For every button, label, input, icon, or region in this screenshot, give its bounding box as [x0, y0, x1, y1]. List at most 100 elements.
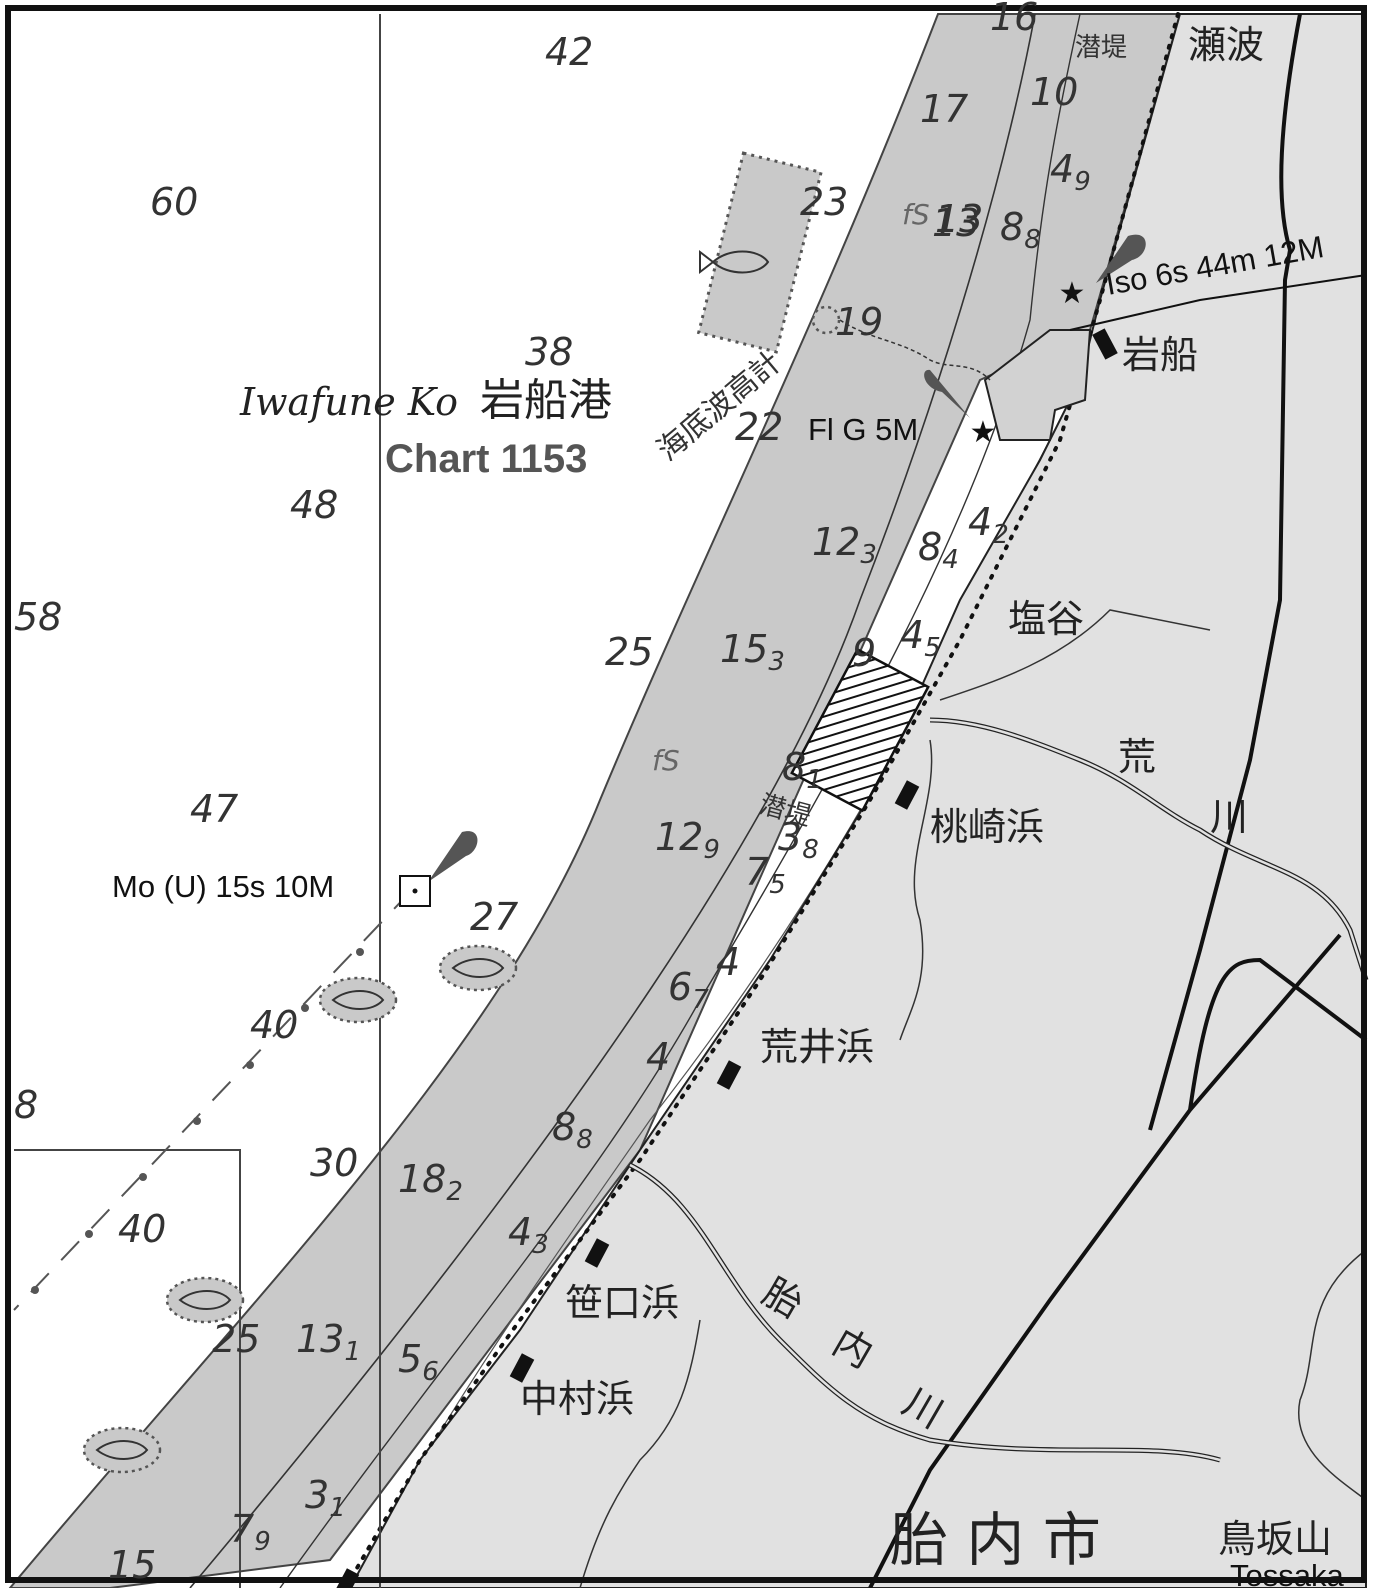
depth-sounding: 38 — [525, 330, 573, 374]
stream-nakamura — [579, 1319, 701, 1588]
place-shiotani: 塩谷 — [1008, 597, 1084, 641]
place-senami: 瀬波 — [1188, 23, 1264, 67]
sounding-label: 13 — [932, 201, 980, 245]
wave-gauge-cable — [839, 319, 991, 381]
stream-momosaki — [899, 739, 933, 1041]
wave-gauge-icon — [811, 305, 841, 335]
depth-sounding-fraction: 9 — [1074, 167, 1091, 197]
depth-sounding: 19 — [835, 300, 883, 344]
depth-sounding: 40 — [250, 1003, 298, 1047]
depth-sounding: 17 — [920, 87, 968, 131]
depth-sounding-fraction: 2 — [446, 1177, 463, 1207]
depth-sounding: 27 — [470, 895, 518, 939]
depth-contour — [189, 13, 1036, 1588]
depth-sounding: 10 — [1030, 70, 1078, 114]
road-diagonal — [868, 933, 1342, 1588]
fish-haven-icon — [82, 1426, 162, 1474]
place-tainai-city: 胎 内 市 — [890, 1506, 1101, 1574]
fish-haven-icon — [165, 1276, 245, 1324]
depth-sounding-fraction: 1 — [806, 765, 823, 795]
bottom-quality-south: fS — [652, 744, 680, 777]
coastline-dotted — [348, 12, 1180, 1582]
light-star-icon: ★ — [970, 415, 997, 450]
road-north — [1069, 274, 1367, 331]
depth-sounding: 25 — [605, 630, 653, 674]
depth-sounding-fraction: 3 — [860, 540, 877, 570]
stream-shiotani — [939, 609, 1211, 701]
hill-contour — [1297, 1249, 1367, 1501]
light-label-buoy: Mo (U) 15s 10M — [112, 869, 334, 904]
light-star-icon: ★ — [1059, 276, 1086, 311]
road-curve — [1188, 957, 1368, 1111]
bottom-quality-north: fS — [902, 198, 930, 231]
river-arakawa-char-2: 川 — [1210, 795, 1248, 839]
river-arakawa-char-1: 荒 — [1118, 735, 1156, 779]
restricted-area-hatched — [790, 647, 930, 813]
place-torisakayama: 鳥坂山 — [1218, 1517, 1332, 1561]
fish-haven-icon — [438, 944, 518, 992]
light-flare-icon — [1096, 234, 1146, 283]
depth-sounding-fraction: 8 — [802, 835, 819, 865]
depth-sounding: 40 — [118, 1207, 166, 1251]
depth-sounding-fraction: 5 — [924, 633, 941, 663]
depth-sounding-fraction: 5 — [769, 870, 786, 900]
depth-sounding-fraction: 3 — [532, 1230, 549, 1260]
depth-sounding: 56 — [398, 1337, 439, 1387]
depth-sounding: 23 — [800, 180, 848, 224]
fish-haven-icon — [318, 976, 398, 1024]
fish-icon — [699, 249, 770, 275]
depth-sounding: 30 — [310, 1141, 358, 1185]
harbour-jetty — [983, 329, 1092, 441]
depth-sounding: 4 — [716, 940, 740, 984]
depth-sounding: 8 — [14, 1083, 38, 1127]
place-momosakihama: 桃崎浜 — [930, 805, 1044, 849]
light-label-harbour: Fl G 5M — [808, 412, 918, 447]
depth-sounding-fraction: 3 — [768, 647, 785, 677]
depth-sounding: 25 — [212, 1317, 260, 1361]
harbour-name-en: Iwafune Ko — [239, 380, 458, 424]
depth-sounding: 47 — [190, 787, 238, 831]
depth-sounding-fraction: 9 — [254, 1527, 271, 1557]
depth-sounding: 9 — [852, 631, 876, 675]
depth-sounding-fraction: 4 — [942, 545, 959, 575]
depth-sounding: 15 — [108, 1543, 156, 1587]
depth-sounding: 43 — [508, 1210, 549, 1260]
place-tossaka: Tossaka — [1230, 1558, 1344, 1588]
depth-sounding-fraction: 1 — [329, 1493, 346, 1523]
building-markers — [334, 328, 1118, 1588]
leading-line-dots — [31, 948, 364, 1294]
buoy-marker-dot — [412, 888, 418, 894]
leading-line — [13, 889, 413, 1311]
harbour-name-jp: 岩船港 — [480, 375, 612, 426]
depth-sounding: 16 — [990, 0, 1038, 39]
depth-sounding: 13 — [935, 197, 983, 241]
depth-sounding-fraction: 2 — [992, 520, 1009, 550]
depth-sounding: 4 — [646, 1035, 670, 1079]
river-tainaigawa-inner — [629, 1163, 1221, 1462]
depth-sounding: 88 — [1000, 205, 1041, 255]
chart-frame — [5, 5, 1367, 1583]
depth-sounding: 58 — [14, 595, 62, 639]
shallow-water-area — [8, 13, 1182, 1588]
place-sasaguchihama: 笹口浜 — [565, 1281, 679, 1325]
breakwater-label-north: 潜堤 — [1075, 33, 1127, 63]
depth-sounding-fraction: 8 — [1024, 225, 1041, 255]
inset-chart-border — [14, 1149, 241, 1588]
depth-sounding-fraction: 7 — [692, 985, 709, 1015]
light-flare-icon — [428, 831, 478, 882]
depth-sounding-fraction: 9 — [703, 835, 720, 865]
place-araihama: 荒井浜 — [760, 1025, 874, 1069]
road-coastal — [1148, 13, 1302, 1131]
chart-reference: Chart 1153 — [385, 437, 587, 481]
depth-sounding: 182 — [398, 1157, 463, 1207]
depth-sounding-fraction: 6 — [422, 1357, 439, 1387]
fishing-area — [696, 151, 823, 354]
light-flare-icon — [924, 369, 970, 418]
place-nakamurahama: 中村浜 — [520, 1377, 634, 1421]
depth-sounding-fraction: 1 — [344, 1337, 361, 1367]
depth-sounding: 22 — [735, 405, 783, 449]
depth-sounding: 42 — [545, 30, 593, 74]
